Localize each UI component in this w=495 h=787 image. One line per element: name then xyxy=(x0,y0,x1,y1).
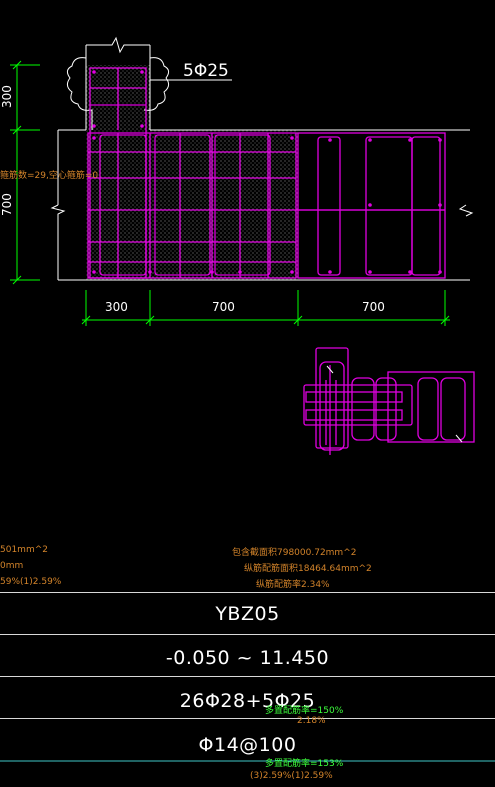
table-rule-4 xyxy=(0,718,495,719)
note-right-1: 包含截面积798000.72mm^2 xyxy=(232,548,357,558)
dim-bottom-3: 700 xyxy=(362,300,385,314)
horizontal-dimension xyxy=(81,290,450,326)
rebar-cage xyxy=(87,67,446,279)
table-elevation: -0.050 ~ 11.450 xyxy=(165,647,330,669)
ratio-label-2: 多置配筋率=153% xyxy=(265,759,344,769)
ratio-label-1: 多置配筋率=150% xyxy=(265,706,344,716)
table-rule-2 xyxy=(0,634,495,635)
hatch-left xyxy=(86,130,298,280)
rebar-callout-label: 5Φ25 xyxy=(183,61,229,81)
stirrup-detail-hooks xyxy=(326,365,463,443)
side-note: 箍筋数=29,空心箍筋=0 xyxy=(0,169,98,181)
table-column-name: YBZ05 xyxy=(215,603,280,625)
note-left-1: 501mm^2 xyxy=(0,545,48,555)
dim-vertical-top: 300 xyxy=(0,85,14,108)
dim-bottom-1: 300 xyxy=(105,300,128,314)
note-left-3: 59%(1)2.59% xyxy=(0,577,62,587)
ratio-value-2: (3)2.59%(1)2.59% xyxy=(250,771,333,781)
ratio-value-1: 2.18% xyxy=(297,716,326,726)
note-right-2: 纵筋配筋面积18464.64mm^2 xyxy=(244,564,372,574)
table-longitudinal-rebar: 26Φ28+5Φ25 xyxy=(179,690,316,712)
table-rule-3 xyxy=(0,676,495,677)
note-left-2: 0mm xyxy=(0,561,24,571)
stirrup-detail xyxy=(303,347,475,455)
rebar-dots xyxy=(92,70,442,274)
dim-bottom-2: 700 xyxy=(212,300,235,314)
table-rule-1 xyxy=(0,592,495,593)
table-stirrup: Φ14@100 xyxy=(198,734,297,756)
vertical-dimension xyxy=(10,60,40,285)
dim-vertical-bottom: 700 xyxy=(0,193,14,216)
note-right-3: 纵筋配筋率2.34% xyxy=(256,580,330,590)
revision-cloud xyxy=(66,57,170,130)
